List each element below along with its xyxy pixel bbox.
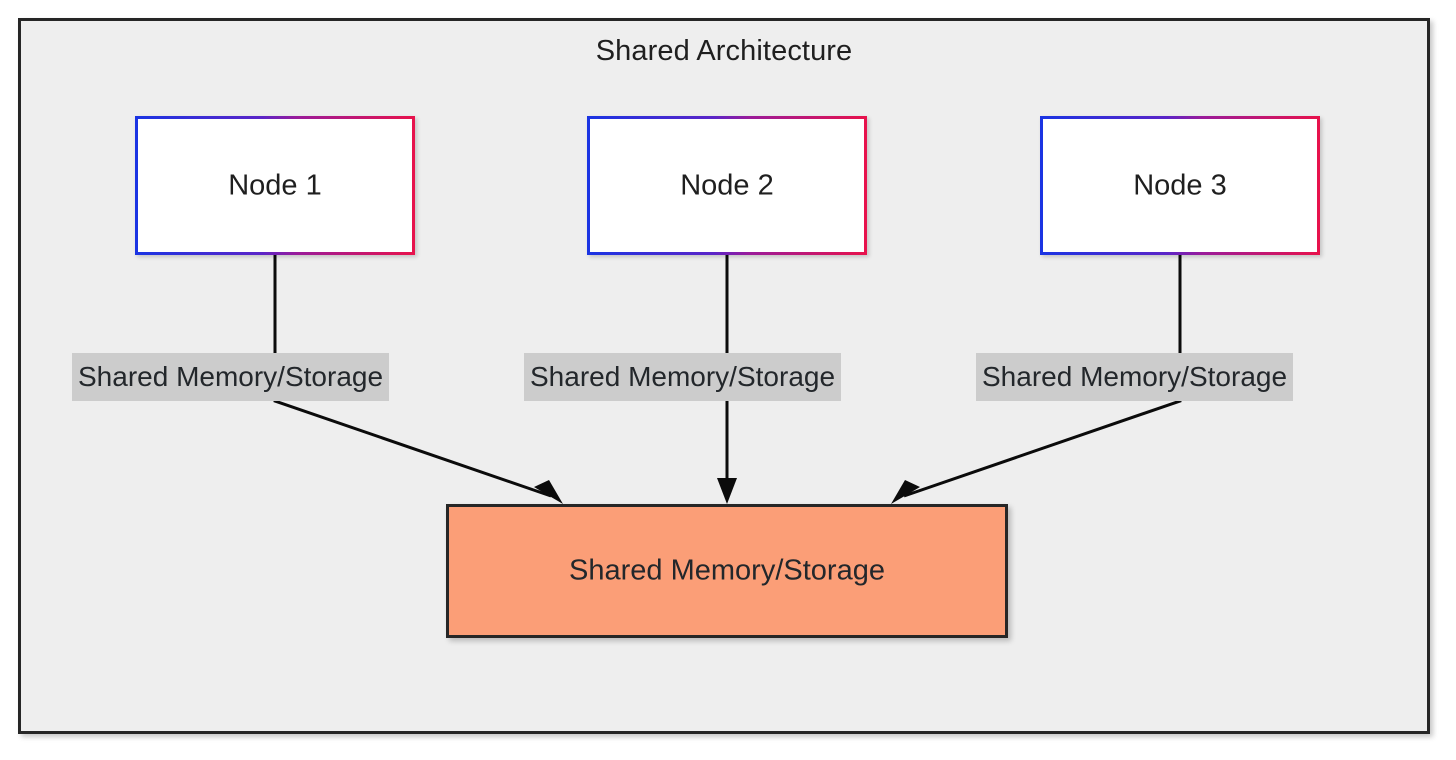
- edge-label-node2: Shared Memory/Storage: [524, 353, 842, 401]
- shared-memory-storage-label: Shared Memory/Storage: [569, 554, 885, 587]
- node-label: Node 1: [228, 169, 322, 201]
- edge-label-node1: Shared Memory/Storage: [72, 353, 390, 401]
- shared-memory-storage-box[interactable]: Shared Memory/Storage: [446, 504, 1008, 638]
- cluster-title: Shared Architecture: [595, 35, 853, 67]
- node-box-node-1[interactable]: Node 1: [135, 116, 415, 255]
- edge-label-node3: Shared Memory/Storage: [976, 353, 1294, 401]
- node-box-node-2[interactable]: Node 2: [587, 116, 867, 255]
- node-label: Node 3: [1133, 169, 1227, 201]
- node-label: Node 2: [680, 169, 774, 201]
- node-box-node-3[interactable]: Node 3: [1040, 116, 1320, 255]
